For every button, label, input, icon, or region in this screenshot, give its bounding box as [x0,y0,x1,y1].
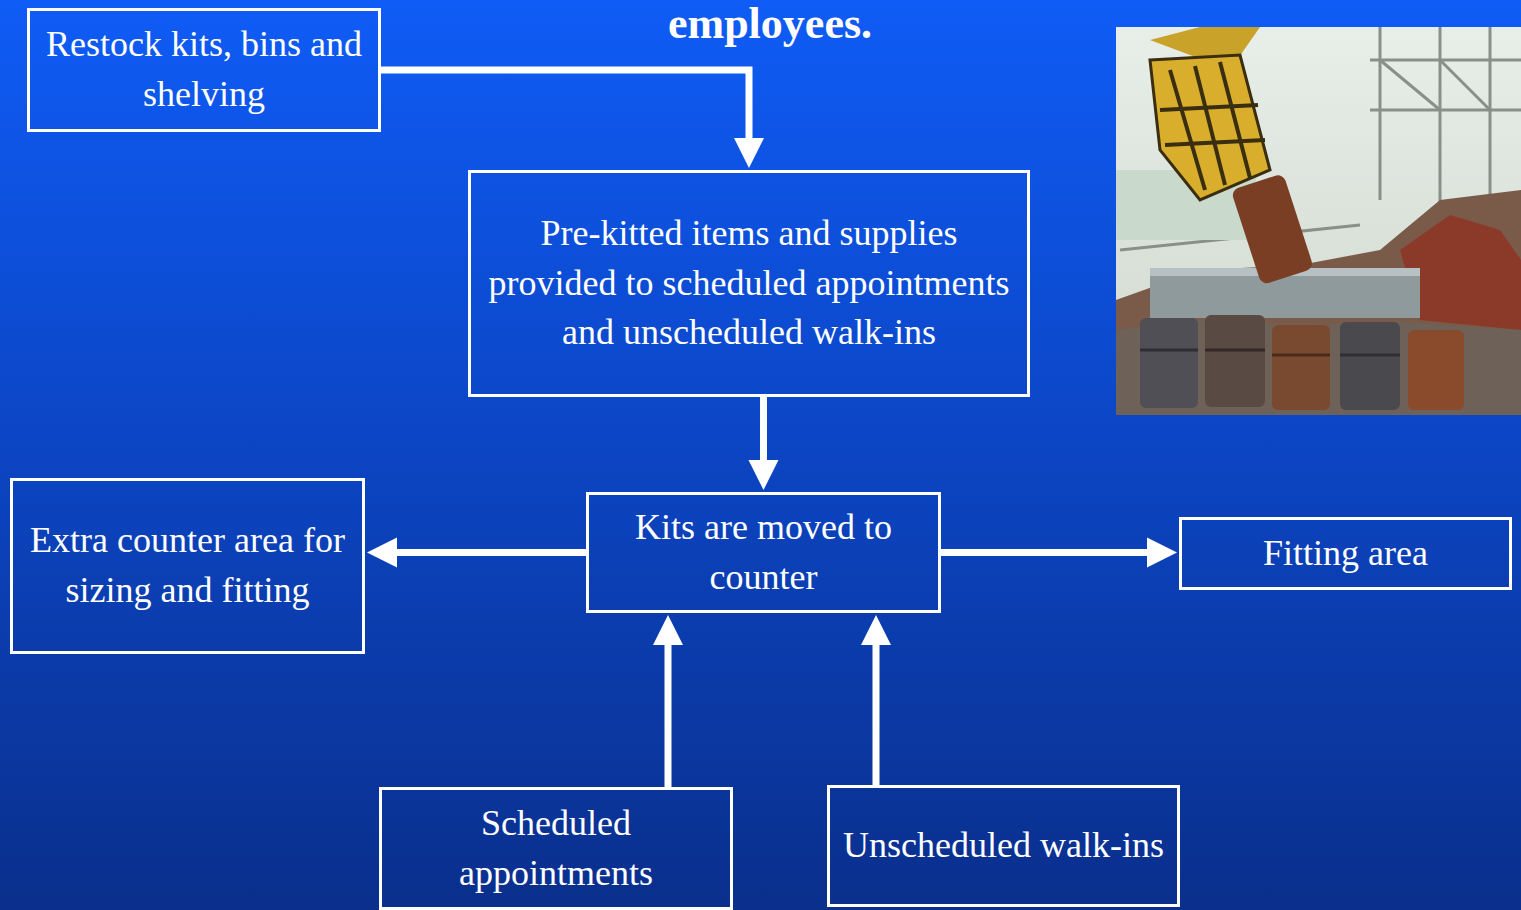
flow-arrow [395,549,586,556]
box-label: Fitting area [1263,529,1428,579]
grapple [1150,27,1270,200]
flow-arrow [381,70,749,140]
flow-arrow [665,643,672,787]
photo-content [1116,27,1521,415]
process-box: Restock kits, bins and shelving [27,8,381,132]
flow-arrow [760,397,767,462]
box-label: Extra counter area for sizing and fittin… [25,516,350,615]
box-label: Kits are moved to counter [601,503,926,602]
drum-in-grapple [1231,173,1314,285]
box-label: Scheduled appointments [394,799,718,898]
process-box: Unscheduled walk-ins [827,785,1180,907]
flow-arrow [941,549,1149,556]
process-box: Fitting area [1179,517,1512,590]
process-box: Kits are moved to counter [586,492,941,613]
box-label: Pre-kitted items and supplies provided t… [483,209,1015,358]
barrels [1140,315,1464,410]
slide-title: employees. [540,0,1000,48]
box-label: Unscheduled walk-ins [843,821,1164,871]
scrap-pile [1116,190,1521,415]
process-box: Scheduled appointments [379,787,733,910]
flow-arrow [873,643,880,785]
sky [1116,27,1521,415]
box-label: Restock kits, bins and shelving [42,20,366,119]
process-box: Extra counter area for sizing and fittin… [10,478,365,654]
process-box: Pre-kitted items and supplies provided t… [468,170,1030,397]
